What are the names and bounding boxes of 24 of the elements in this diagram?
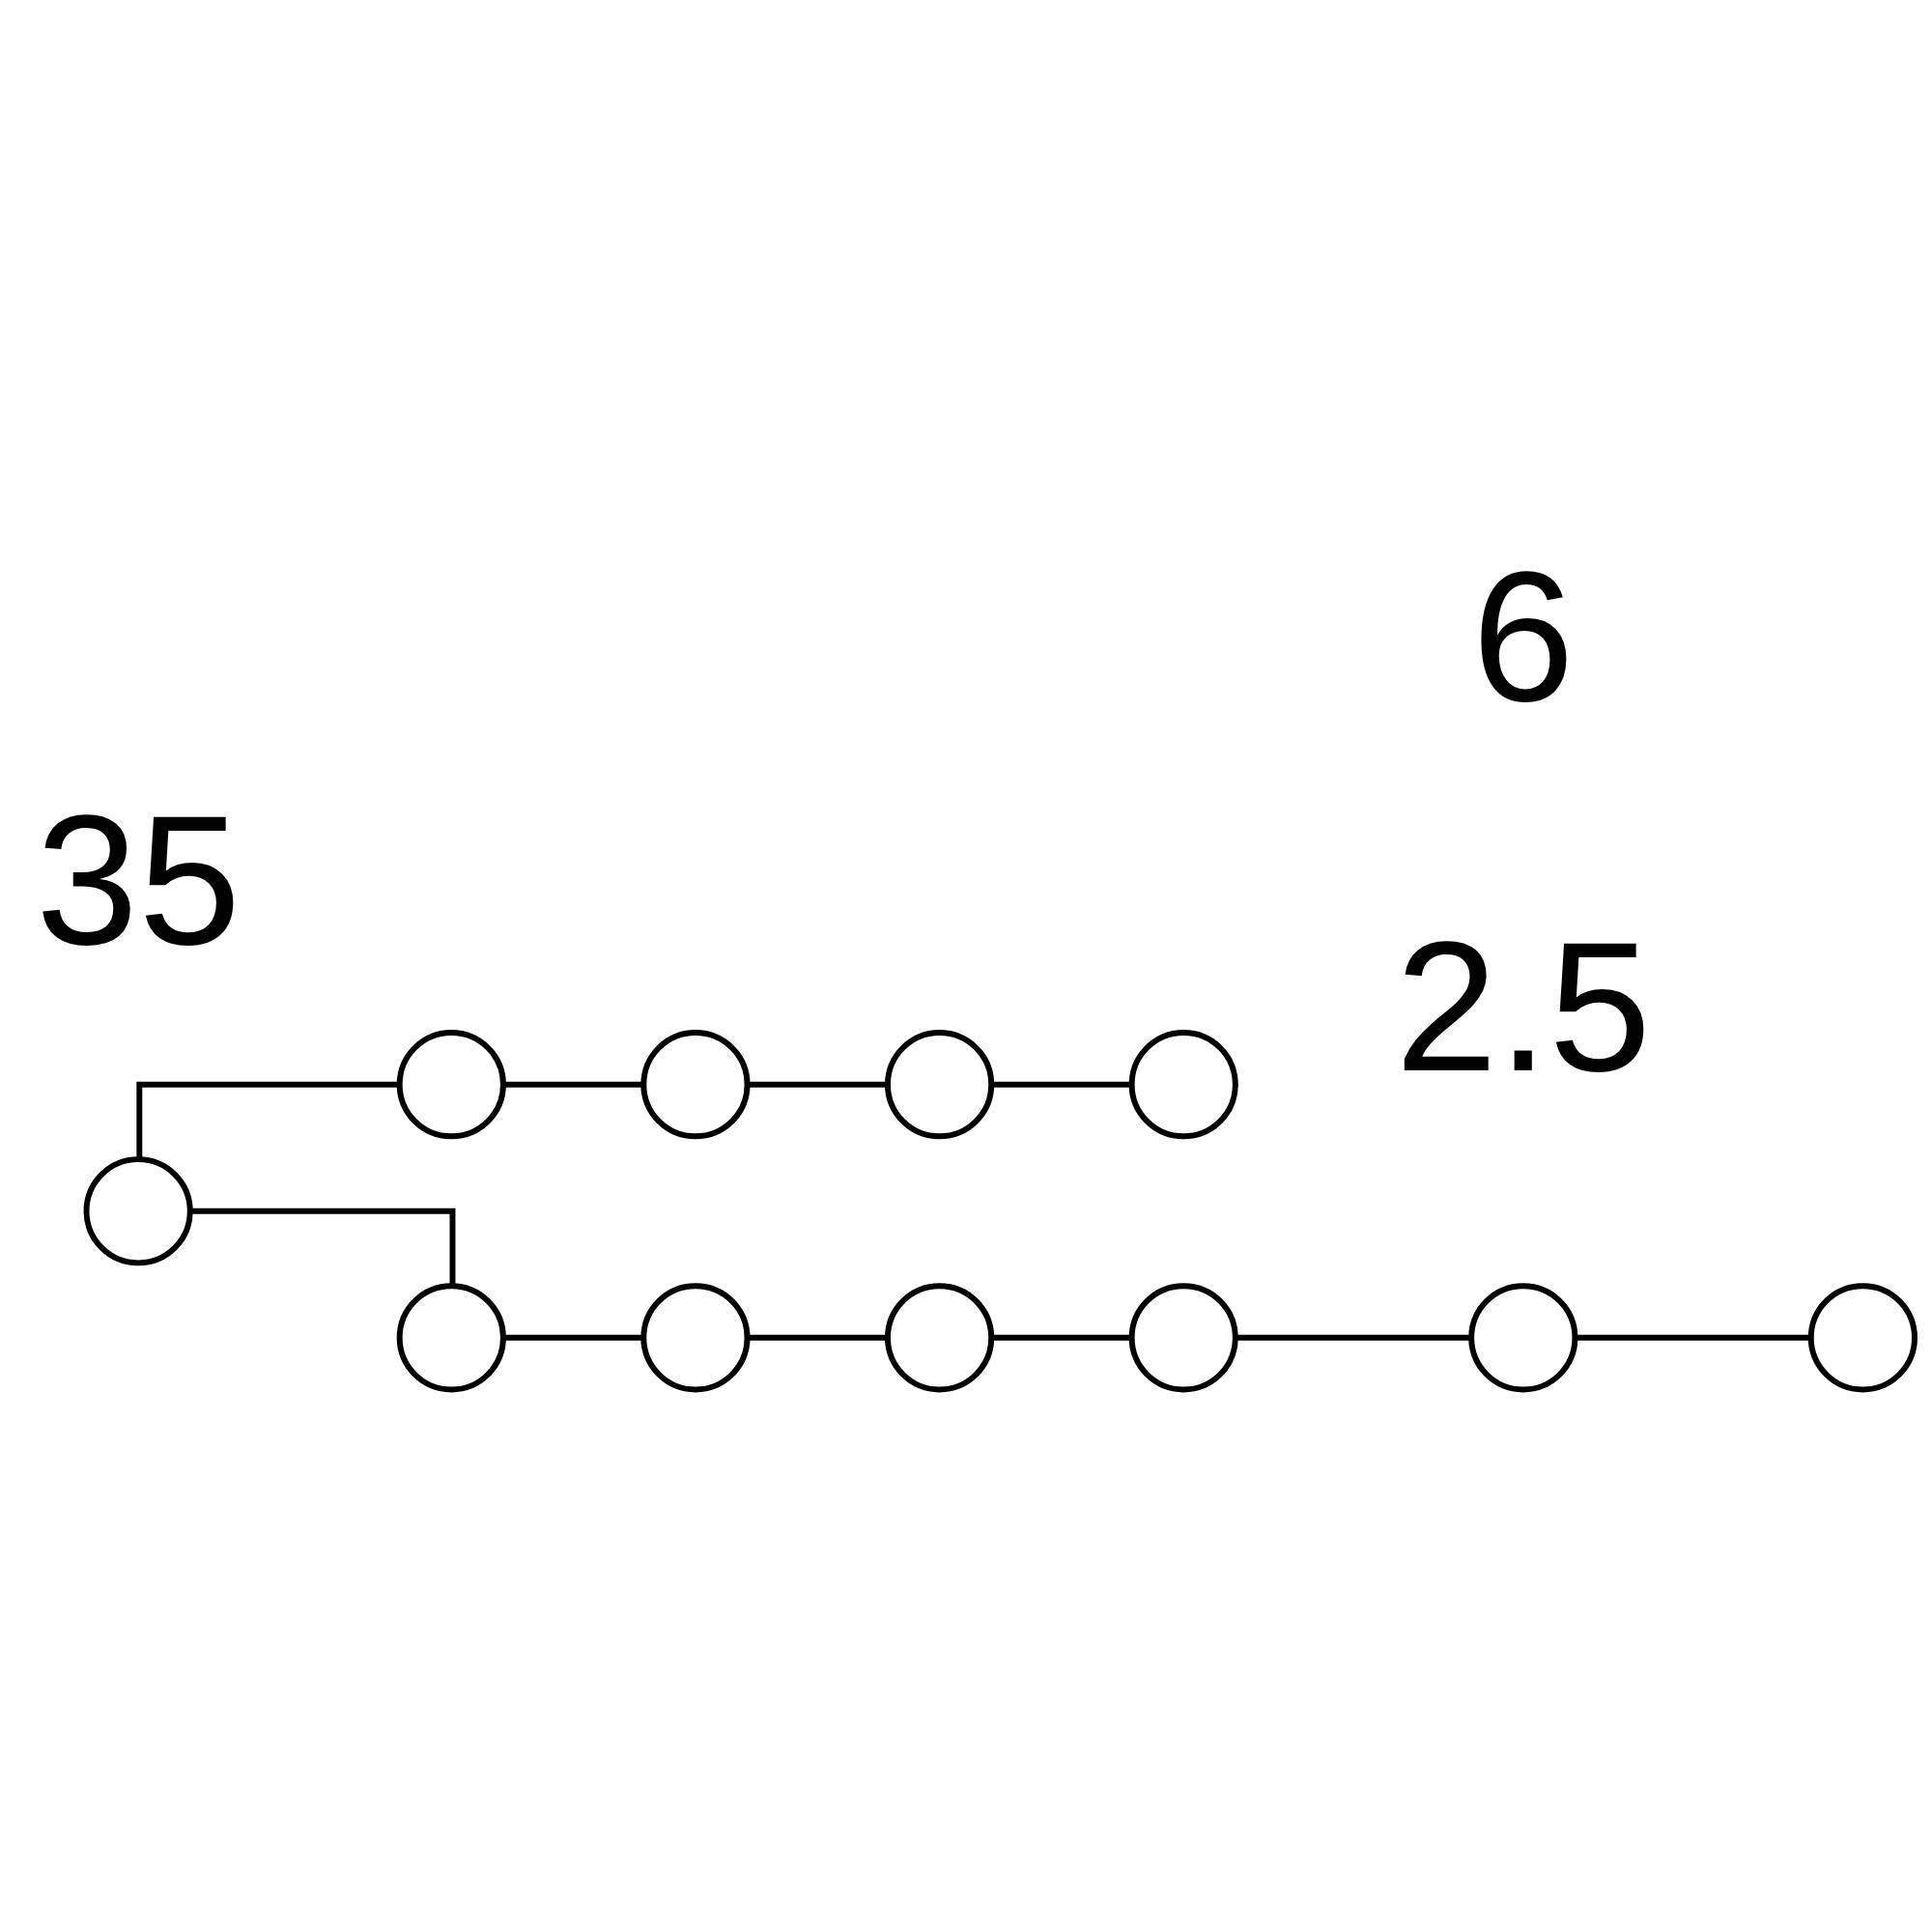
node-circle [1128, 1282, 1238, 1392]
connector [748, 1081, 888, 1088]
node-circle [885, 1282, 995, 1392]
node-circle [396, 1282, 506, 1392]
connector [503, 1334, 643, 1341]
node-circle [640, 1282, 751, 1392]
connector [136, 1081, 400, 1159]
node-circle [83, 1155, 193, 1265]
connector [1236, 1334, 1472, 1341]
connector [748, 1334, 888, 1341]
connector [503, 1081, 643, 1088]
label: 35 [36, 776, 242, 982]
node-circle [1128, 1029, 1238, 1139]
node-circle [396, 1029, 506, 1139]
connector [991, 1334, 1132, 1341]
node-circle [1807, 1282, 1918, 1392]
node-circle [885, 1029, 995, 1139]
connector [1575, 1334, 1811, 1341]
label: 6 [1471, 532, 1575, 739]
node-circle [1468, 1282, 1578, 1392]
label: 2.5 [1395, 902, 1652, 1109]
node-circle [640, 1029, 751, 1139]
connector [991, 1081, 1132, 1088]
connector [189, 1208, 456, 1286]
